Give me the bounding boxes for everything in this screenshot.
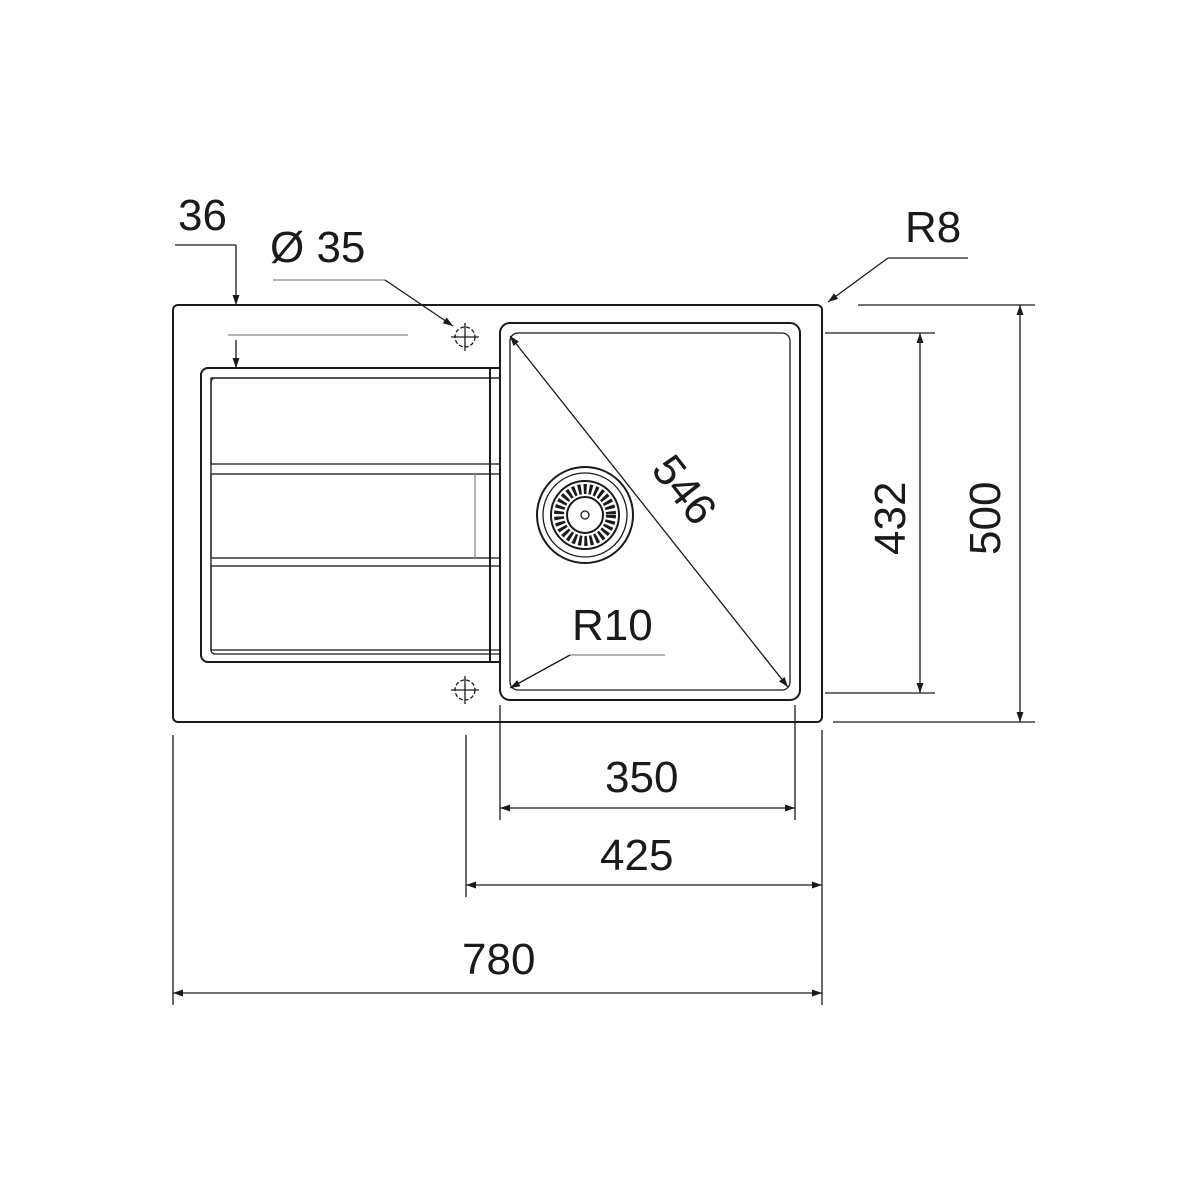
dimension-label: 780 [462,935,535,984]
sink-outline [172,304,823,723]
dimension-r10: R10 [509,601,665,689]
dimension-432: 432 [825,332,935,694]
sink-bowl [499,322,801,701]
dimension-label: 350 [605,753,678,802]
dimension-label: 36 [178,191,227,240]
dimension-label: 425 [600,831,673,880]
dimension-r8: R8 [827,203,968,303]
drainer-area [200,367,501,663]
dimension-500: 500 [833,304,1035,723]
dimension-label: R8 [905,203,961,252]
dimension-350: 350 [499,705,796,820]
tap-hole-bottom [451,676,479,704]
dimension-tap-hole-diameter: Ø 35 [270,223,454,327]
dimension-label: 500 [961,482,1010,555]
dimension-label: 546 [642,446,726,534]
dimension-425: 425 [465,730,823,897]
drainer-rib [210,565,501,651]
tap-hole-top [451,323,479,351]
drain-strainer-icon [536,466,634,564]
drainer-rib [210,377,501,465]
dimension-780: 780 [172,735,823,1005]
drainer-rib [210,473,501,559]
dimension-label: R10 [572,601,653,650]
dimension-36: 36 [175,191,408,368]
dimension-label: 432 [866,482,915,555]
dimension-label: Ø 35 [270,223,365,272]
